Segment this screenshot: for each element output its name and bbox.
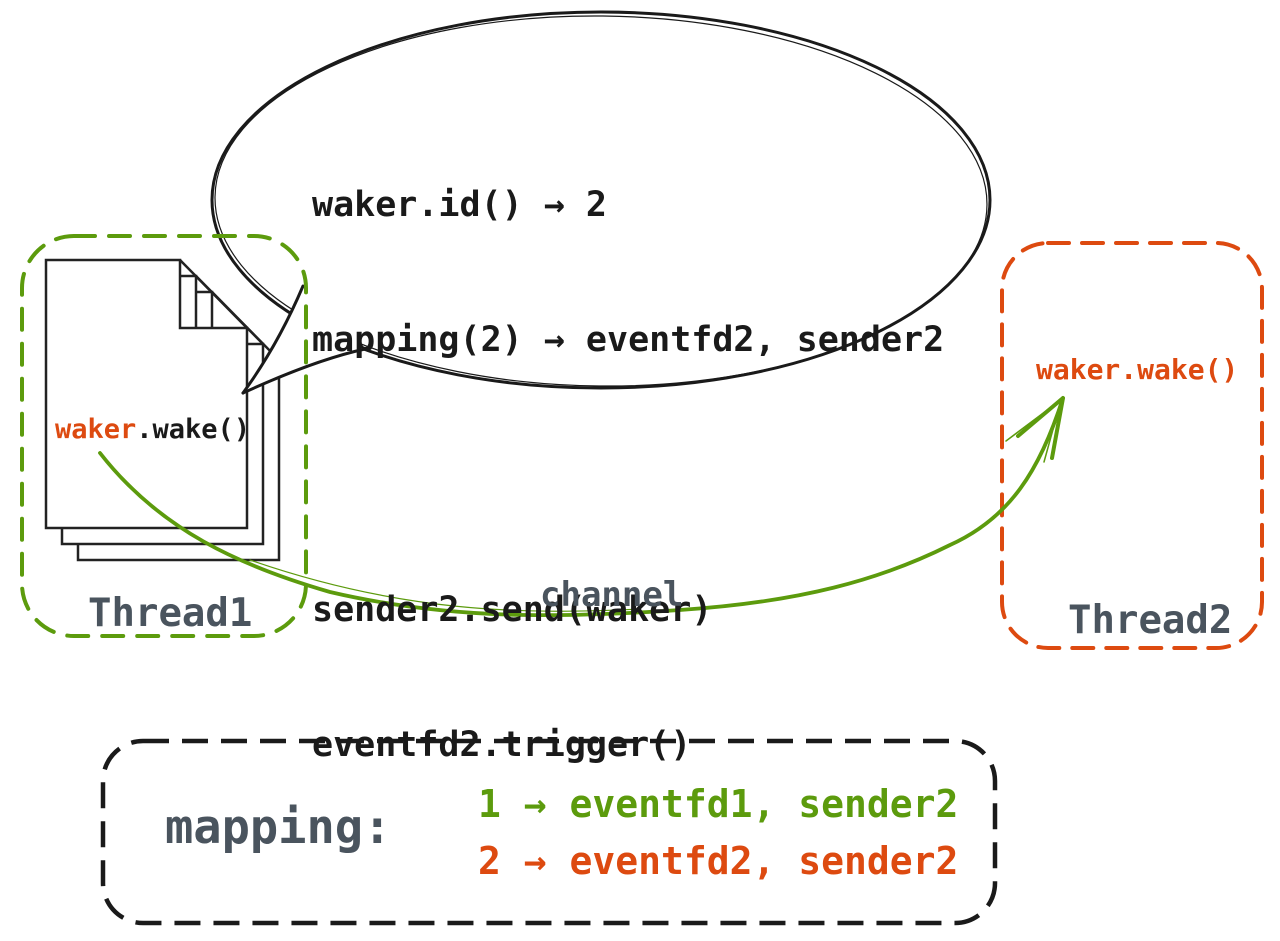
bubble-code-line-2: mapping(2) → eventfd2, sender2 bbox=[312, 320, 945, 360]
thread2-label: Thread2 bbox=[1068, 598, 1233, 643]
speech-bubble-tail-lower-edge bbox=[241, 347, 367, 395]
speech-bubble bbox=[210, 10, 992, 395]
mapping-row-1: 1 → eventfd1, sender2 bbox=[478, 782, 959, 826]
thread1-box bbox=[20, 234, 308, 638]
bubble-code-line-1: waker.id() → 2 bbox=[312, 185, 608, 225]
thread1-label: Thread1 bbox=[88, 591, 253, 636]
mapping-title: mapping: bbox=[165, 800, 392, 855]
page-fold-icon bbox=[179, 259, 248, 329]
bubble-code-line-5: eventfd2.trigger() bbox=[312, 725, 692, 765]
speech-bubble-tail-upper-edge bbox=[241, 284, 305, 395]
channel-arrow-sketch-line bbox=[249, 559, 641, 612]
thread1-code-call: .wake() bbox=[136, 414, 251, 445]
channel-arrow-curve bbox=[98, 396, 1065, 618]
mapping-row-2: 2 → eventfd2, sender2 bbox=[478, 839, 959, 883]
speech-bubble-ellipse bbox=[210, 10, 992, 390]
speech-bubble-sketch-line bbox=[214, 15, 988, 387]
mapping-box bbox=[100, 738, 998, 926]
page-stack bbox=[44, 258, 281, 562]
bubble-code-line-4: sender2.send(waker) bbox=[312, 590, 713, 630]
channel-arrow bbox=[98, 396, 1065, 618]
page-front bbox=[44, 258, 249, 530]
thread1-code: waker.wake() bbox=[55, 414, 250, 445]
speech-bubble-tail bbox=[243, 286, 365, 393]
channel-arrowhead-sketch-2 bbox=[1043, 403, 1061, 463]
thread1-code-object: waker bbox=[55, 414, 137, 445]
channel-label: channel bbox=[540, 575, 684, 615]
channel-arrowhead-sketch-1 bbox=[1005, 401, 1059, 442]
channel-arrowhead-icon bbox=[1016, 396, 1065, 460]
bubble-code-line-3 bbox=[312, 453, 944, 498]
thread2-code: waker.wake() bbox=[1036, 353, 1239, 386]
thread2-box bbox=[1000, 241, 1264, 650]
speech-bubble-code: waker.id() → 2 mapping(2) → eventfd2, se… bbox=[312, 93, 944, 858]
